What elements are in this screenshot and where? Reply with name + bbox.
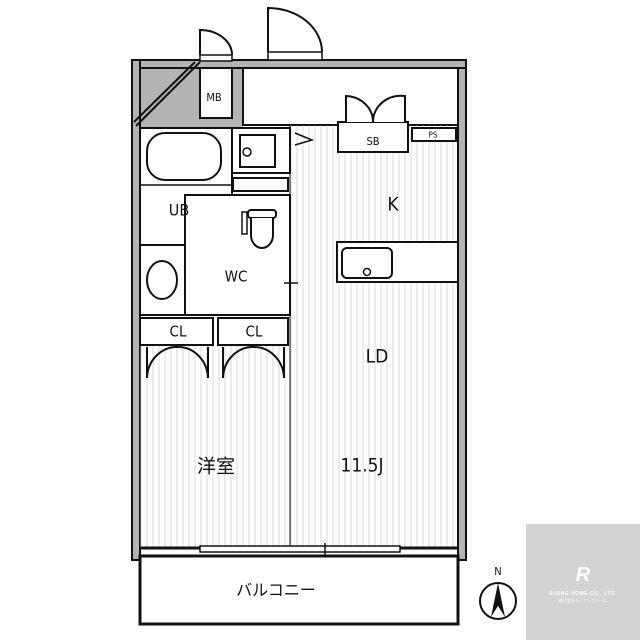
logo-mark: R [575,564,591,586]
western-room-floor [140,345,290,548]
north-arrow-icon: N [479,565,517,620]
balcony [138,554,460,626]
mb-door[interactable] [199,54,233,62]
bathtub [146,132,222,181]
closet-1 [139,317,214,346]
logo-company-en: RISING HOME CO., LTD. [549,591,617,597]
ld-floor [289,124,459,549]
mb-box [199,67,233,119]
label-western-room: 洋室 [197,456,235,478]
left-wall [131,59,141,561]
label-ub: UB [169,201,189,220]
company-logo: R RISING HOME CO., LTD. 株式会社ライジングホーム [526,524,640,640]
closet-door-1[interactable] [146,345,209,379]
wash-basin [146,260,178,300]
kitchen-sink [341,247,393,279]
label-mb: MB [206,91,222,104]
pipe-space [411,127,457,142]
closet-door-2[interactable] [222,345,285,379]
svg-text:N: N [494,565,501,578]
toilet-tank [247,209,277,219]
window[interactable] [199,545,401,553]
toilet [250,218,274,249]
label-k: K [387,194,399,216]
label-balcony: バルコニー [236,581,316,600]
closet-2 [217,317,289,346]
label-sb: SB [366,135,379,148]
right-wall [457,59,467,561]
label-cl-2: CL [246,323,263,341]
label-wc: WC [225,268,248,286]
entrance-door[interactable] [267,51,323,61]
label-ld: LD [366,346,389,368]
top-wall [131,59,467,69]
label-ps: PS [429,131,438,140]
shoe-box-doors[interactable] [345,94,406,123]
logo-company-jp: 株式会社ライジングホーム [559,598,607,603]
label-area: 11.5J [340,455,383,477]
label-cl-1: CL [170,323,187,341]
